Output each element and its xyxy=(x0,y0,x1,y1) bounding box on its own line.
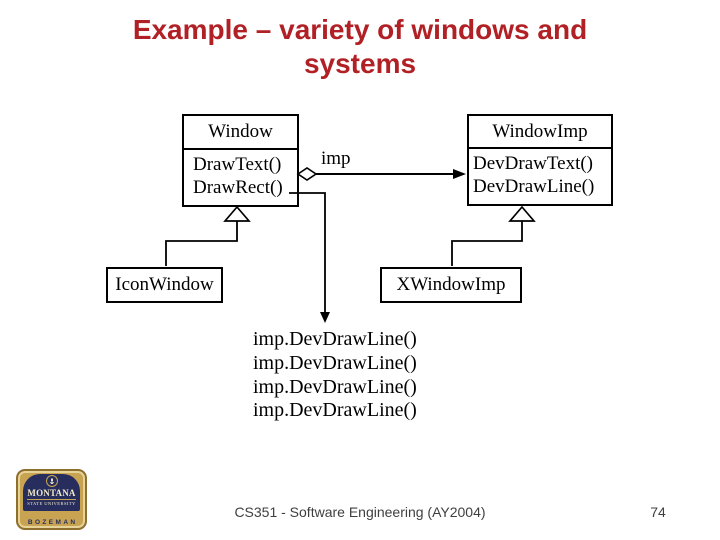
lamp-icon xyxy=(45,475,58,487)
inheritance-line-iconwindow xyxy=(165,221,238,266)
logo-subtitle: STATE UNIVERSITY xyxy=(27,499,76,506)
class-box-iconwindow: IconWindow xyxy=(106,267,223,303)
university-logo: MONTANA STATE UNIVERSITY BOZEMAN xyxy=(16,469,87,530)
logo-city: BOZEMAN xyxy=(27,519,78,526)
footer-text: CS351 - Software Engineering (AY2004) xyxy=(234,504,486,520)
class-box-xwindowimp: XWindowImp xyxy=(380,267,522,303)
note-arrowhead-icon xyxy=(320,312,330,323)
logo-university-name: MONTANA xyxy=(27,488,76,498)
inheritance-triangle-windowimp-icon xyxy=(508,205,536,222)
class-name-xwindowimp: XWindowImp xyxy=(396,274,506,295)
pseudocode-note: imp.DevDrawLine() imp.DevDrawLine() imp.… xyxy=(253,328,417,423)
association-arrowhead-icon xyxy=(453,169,466,179)
method-drawrect: DrawRect() xyxy=(193,177,283,198)
inheritance-triangle-window-icon xyxy=(223,205,251,222)
slide-title: Example – variety of windows and systems xyxy=(132,14,588,79)
page-number: 74 xyxy=(650,504,666,520)
class-name-windowimp: WindowImp xyxy=(469,116,611,149)
pseudocode-line: imp.DevDrawLine() xyxy=(253,328,417,350)
pseudocode-line: imp.DevDrawLine() xyxy=(253,375,417,398)
association-label-imp: imp xyxy=(321,148,351,169)
note-connector-line xyxy=(289,192,326,313)
method-drawtext: DrawText() xyxy=(193,154,282,175)
class-box-windowimp: WindowImp DevDrawText() DevDrawLine() xyxy=(467,114,613,206)
aggregation-diamond-icon xyxy=(296,167,318,181)
method-list-windowimp: DevDrawText() DevDrawLine() xyxy=(469,149,611,198)
class-name-iconwindow: IconWindow xyxy=(115,274,214,295)
method-devdrawtext: DevDrawText() xyxy=(473,153,594,174)
inheritance-line-xwindowimp xyxy=(451,221,523,266)
class-box-window: Window DrawText() DrawRect() xyxy=(182,114,299,207)
logo-arch: MONTANA STATE UNIVERSITY xyxy=(23,474,80,511)
pseudocode-line: imp.DevDrawLine() xyxy=(253,351,417,374)
class-name-window: Window xyxy=(184,116,297,150)
pseudocode-line: imp.DevDrawLine() xyxy=(253,399,417,422)
method-devdrawline: DevDrawLine() xyxy=(473,176,595,197)
method-list-window: DrawText() DrawRect() xyxy=(184,150,297,199)
